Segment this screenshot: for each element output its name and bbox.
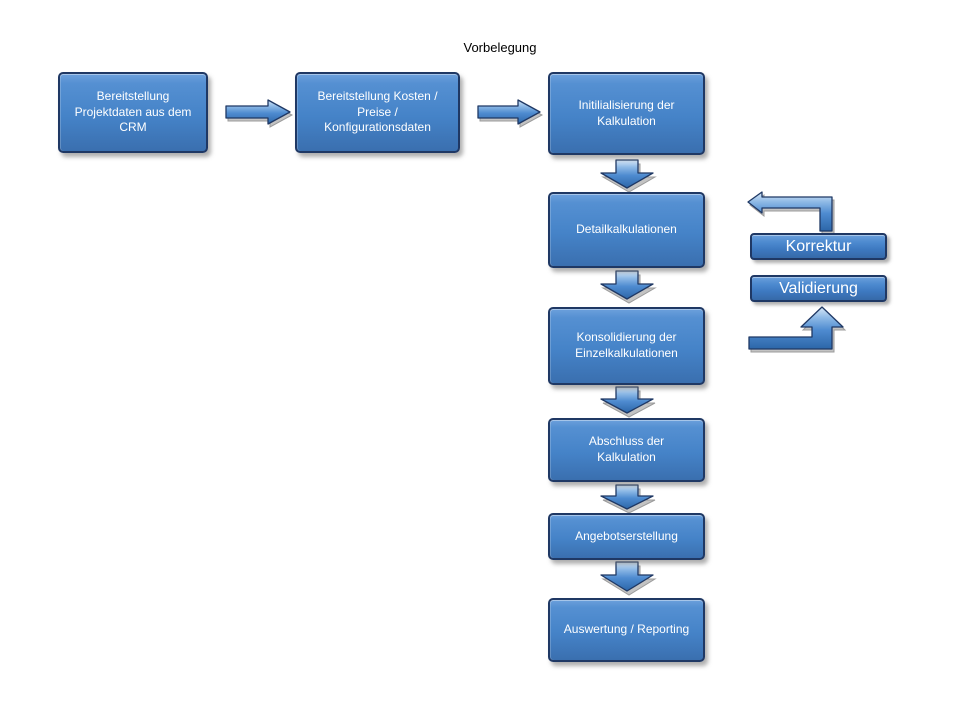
- arrow-down-1-icon: [600, 159, 657, 193]
- flow-box-detailkalkulationen: Detailkalkulationen: [548, 192, 705, 268]
- flow-box-label: Angebotserstellung: [575, 528, 678, 543]
- arrow-bent-left-icon: [747, 191, 835, 235]
- arrow-down-5-icon: [600, 561, 657, 596]
- diagram-title: Vorbelegung: [463, 40, 537, 55]
- flow-box-initialisierung: Initilialisierung der Kalkulation: [548, 72, 705, 155]
- side-box-label: Validierung: [779, 279, 858, 297]
- flow-box-label: Auswertung / Reporting: [563, 622, 690, 637]
- flow-box-label: Abschluss der Kalkulation: [588, 434, 665, 464]
- arrow-right-1-icon: [225, 99, 294, 128]
- side-box-validierung: Validierung: [750, 275, 887, 302]
- flow-box-konsolidierung: Konsolidierung der Einzelkalkulationen: [548, 307, 705, 385]
- arrow-right-2-icon: [477, 99, 544, 128]
- flow-box-label: Bereitstellung Kosten / Preise / Konfigu…: [317, 89, 438, 135]
- arrow-down-4-icon: [600, 484, 656, 514]
- flow-box-bereitstellung-kosten: Bereitstellung Kosten / Preise / Konfigu…: [295, 72, 460, 153]
- arrow-down-3-icon: [600, 386, 656, 418]
- flow-box-auswertung-reporting: Auswertung / Reporting: [548, 598, 705, 662]
- arrow-down-2-icon: [600, 270, 657, 304]
- flow-box-angebotserstellung: Angebotserstellung: [548, 513, 705, 560]
- flow-box-label: Konsolidierung der Einzelkalkulationen: [575, 330, 678, 360]
- flow-box-label: Detailkalkulationen: [576, 222, 677, 237]
- flow-box-label: Bereitstellung Projektdaten aus dem CRM: [74, 89, 192, 135]
- flow-box-abschluss: Abschluss der Kalkulation: [548, 418, 705, 482]
- flow-box-label: Initilialisierung der Kalkulation: [578, 97, 675, 128]
- side-box-label: Korrektur: [785, 237, 852, 255]
- flow-box-bereitstellung-projektdaten: Bereitstellung Projektdaten aus dem CRM: [58, 72, 208, 153]
- side-box-korrektur: Korrektur: [750, 233, 887, 260]
- arrow-bent-up-icon: [748, 306, 847, 353]
